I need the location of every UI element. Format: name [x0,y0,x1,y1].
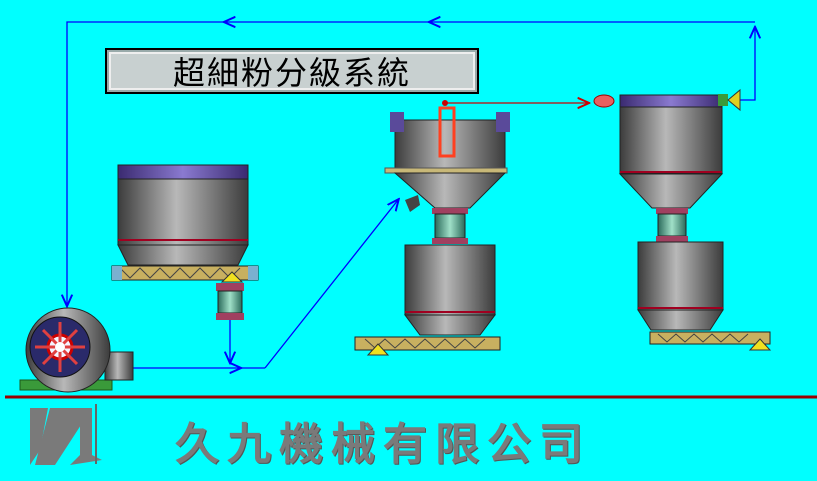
collector-icon [618,88,772,351]
air-return-line [67,22,755,368]
company-logo-icon [30,404,102,465]
company-name: 久九機械有限公司 [175,419,591,470]
blower-fan-icon [19,307,134,393]
feed-hopper-icon [111,164,259,320]
air-classifier-icon [354,106,510,356]
page-title: 超細粉分級系統 [105,48,479,94]
product-line [442,94,615,108]
sampling-valve-icon [593,94,615,108]
